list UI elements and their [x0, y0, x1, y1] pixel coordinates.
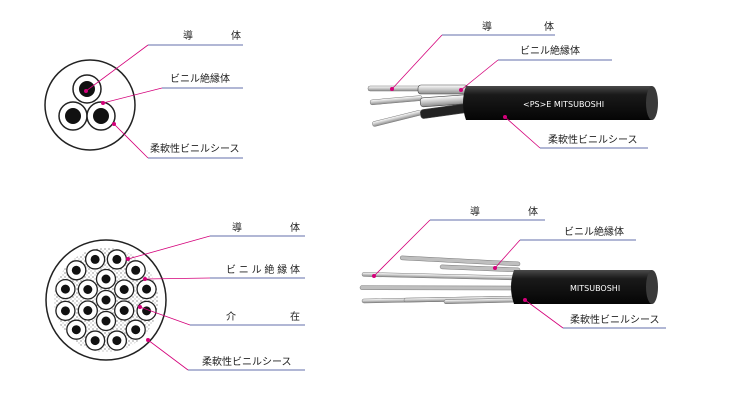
cable-sheath: [511, 270, 658, 304]
insulated-core: [72, 74, 102, 104]
leader-line: [147, 339, 189, 371]
insulation-label: ビニル絶縁体: [520, 44, 580, 57]
insulated-core: [106, 249, 128, 270]
sheath-outline: [44, 59, 136, 151]
sheath-label: 柔軟性ビニルシース: [548, 133, 638, 146]
insulated-core: [114, 300, 135, 321]
leader-dot: [503, 115, 507, 119]
stranded-wire: [359, 285, 521, 291]
insulated-core: [86, 101, 116, 131]
cable-print: MITSUBOSHI: [570, 284, 620, 293]
insulated-core: [66, 260, 87, 281]
leader-dot: [390, 87, 394, 91]
sheath-label: 柔軟性ビニルシース: [150, 142, 240, 155]
leader-dot: [523, 298, 527, 302]
insulated-core: [55, 278, 76, 300]
insulated-core: [84, 330, 106, 351]
leader-dot: [493, 266, 497, 270]
conductor-label: 導 体: [482, 20, 554, 33]
conductor-label: 導 体: [470, 205, 538, 218]
top-cable-view: <PS>E MITSUBOSHI 導 体 ビニル絶縁体 柔軟性ビニルシース: [367, 20, 658, 149]
sheath-label: 柔軟性ビニルシース: [570, 313, 660, 326]
bottom-cross-section: 導 体 ビニル絶縁体 介 在 柔軟性ビニルシース: [45, 221, 305, 371]
leader-dot: [138, 305, 142, 309]
leader-dot: [372, 274, 376, 278]
stranded-conductor: [367, 85, 423, 127]
insulated-core: [125, 260, 146, 281]
insulated-core: [77, 279, 98, 300]
insulated-core: [77, 300, 98, 321]
leader-lines: [85, 44, 163, 159]
stranded-wire: [439, 264, 521, 273]
cable-sheath: [463, 86, 658, 120]
leader-line: [127, 235, 211, 260]
top-cross-section: 導 体 ビニル絶縁体 柔軟性ビニルシース: [44, 29, 243, 159]
leader-line: [460, 59, 499, 91]
leader-dot: [101, 101, 105, 105]
leader-dot: [459, 88, 463, 92]
leader-dot: [146, 338, 150, 342]
insulated-core: [95, 310, 117, 332]
leader-dot: [126, 257, 130, 261]
conductor-label: 導 体: [183, 29, 241, 42]
insulated-core: [58, 101, 88, 131]
insulated-core: [136, 300, 157, 322]
conductor-label: 導 体: [232, 221, 300, 234]
insulated-core: [114, 279, 135, 300]
insulated-core: [95, 289, 117, 311]
insulated-core: [95, 268, 117, 290]
stranded-wire: [361, 272, 521, 281]
insulated-core: [125, 319, 146, 340]
stranded-conductors: [359, 255, 521, 304]
leader-line: [373, 219, 431, 277]
insulation-label: ビニル絶縁体: [564, 225, 624, 238]
leader-dot: [112, 122, 116, 126]
filler-label: 介 在: [226, 311, 300, 323]
insulated-core: [66, 319, 87, 340]
leader-line: [494, 239, 521, 269]
bottom-cable-view: MITSUBOSHI 導 体 ビニル絶縁体 柔軟性ビニルシース: [359, 205, 666, 329]
stranded-wire: [399, 255, 521, 267]
insulated-core: [136, 278, 157, 300]
leader-line: [391, 34, 443, 90]
insulated-core: [417, 84, 469, 119]
insulation-label: ビニル絶縁体: [170, 72, 230, 85]
cable-print: <PS>E MITSUBOSHI: [523, 100, 604, 109]
insulated-cores: [55, 249, 157, 351]
leader-line: [524, 299, 564, 329]
sheath-label: 柔軟性ビニルシース: [202, 355, 292, 368]
leader-line: [504, 116, 541, 149]
leader-dot: [84, 89, 88, 93]
insulated-core: [106, 330, 128, 351]
leader-line: [139, 306, 191, 326]
leader-dot: [143, 277, 147, 281]
leader-line: [144, 277, 211, 280]
insulated-core: [84, 249, 106, 270]
insulation-label: ビニル絶縁体: [226, 263, 300, 276]
insulated-core: [55, 300, 76, 322]
